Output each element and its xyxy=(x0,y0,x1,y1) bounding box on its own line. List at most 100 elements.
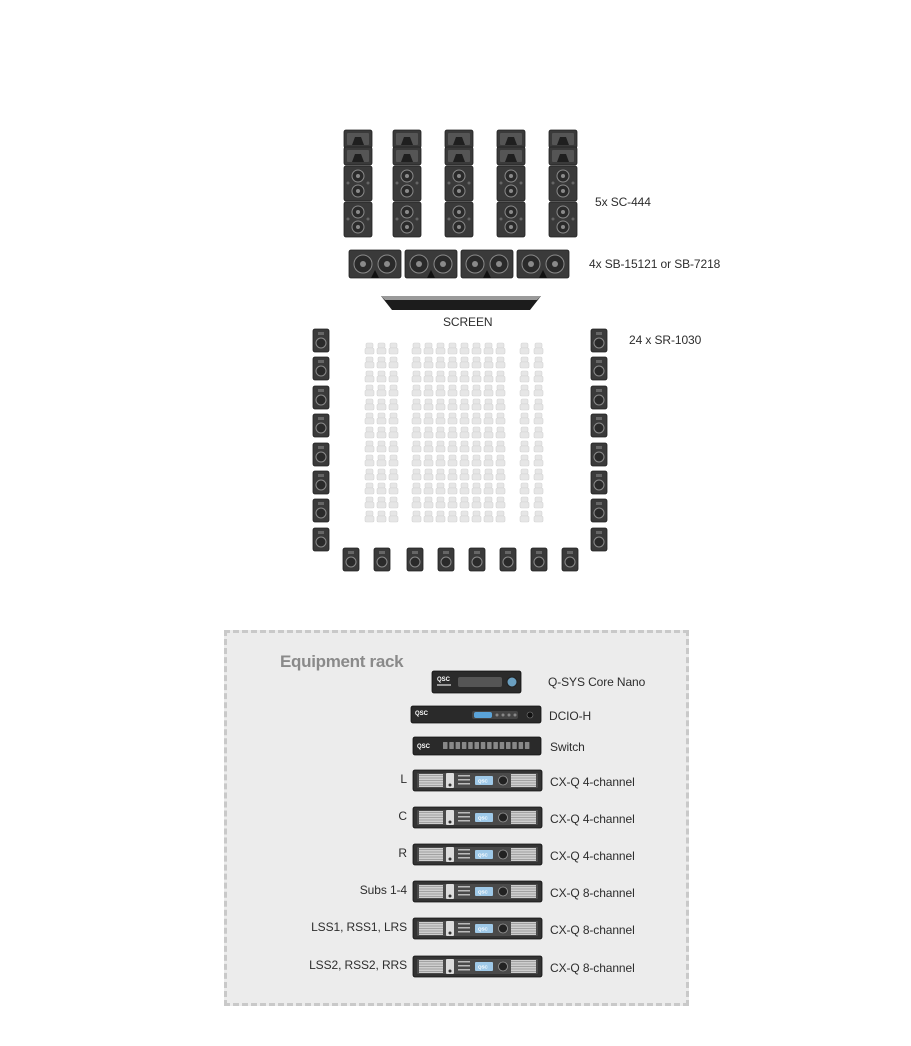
sr-1030-speaker xyxy=(312,498,330,523)
seat xyxy=(471,468,482,481)
surround-speakers xyxy=(312,328,608,572)
seat xyxy=(435,384,446,397)
seat xyxy=(447,468,458,481)
rack-channel-label: C xyxy=(398,809,407,823)
seat xyxy=(388,454,399,467)
rack-device-model: Q-SYS Core Nano xyxy=(548,675,646,689)
equipment-rack-title: Equipment rack xyxy=(280,652,404,671)
seat xyxy=(471,398,482,411)
sr-1030-speaker xyxy=(373,547,391,572)
rack-device-model: CX-Q 4-channel xyxy=(550,812,635,826)
seat xyxy=(388,370,399,383)
seat xyxy=(495,510,506,523)
seat xyxy=(364,370,375,383)
seat xyxy=(376,370,387,383)
seat xyxy=(447,356,458,369)
seat xyxy=(411,454,422,467)
seat xyxy=(459,412,470,425)
sr-1030-speaker xyxy=(312,328,330,353)
seat xyxy=(495,384,506,397)
rack-device-model: CX-Q 4-channel xyxy=(550,775,635,789)
seat xyxy=(447,398,458,411)
seat xyxy=(376,440,387,453)
seat xyxy=(459,370,470,383)
seat xyxy=(447,454,458,467)
seat xyxy=(519,440,530,453)
seat xyxy=(423,356,434,369)
seat xyxy=(447,510,458,523)
seat xyxy=(435,412,446,425)
seat xyxy=(483,440,494,453)
seat xyxy=(411,398,422,411)
sc-444-speaker-stack xyxy=(392,129,422,238)
seat xyxy=(447,370,458,383)
seat xyxy=(388,426,399,439)
seat xyxy=(533,496,544,509)
seat xyxy=(435,356,446,369)
seat xyxy=(483,482,494,495)
sr-1030-speaker xyxy=(561,547,579,572)
sr-1030-speaker xyxy=(342,547,360,572)
seat xyxy=(447,496,458,509)
seat xyxy=(459,384,470,397)
sr-1030-speaker xyxy=(590,527,608,552)
seat xyxy=(423,440,434,453)
sc-444-speaker-stack xyxy=(548,129,578,238)
rack-device-model: Switch xyxy=(550,740,585,754)
rack-channel-label: Subs 1-4 xyxy=(359,883,407,897)
seat xyxy=(519,510,530,523)
seat xyxy=(519,412,530,425)
seat xyxy=(376,496,387,509)
seat xyxy=(495,398,506,411)
sr-1030-speaker xyxy=(312,527,330,552)
seat xyxy=(471,510,482,523)
seat xyxy=(519,426,530,439)
screen-label: SCREEN xyxy=(443,315,493,329)
seat xyxy=(471,496,482,509)
seat xyxy=(533,426,544,439)
seat xyxy=(435,426,446,439)
seat xyxy=(483,468,494,481)
seat xyxy=(376,356,387,369)
seat xyxy=(533,398,544,411)
sr-1030-speaker xyxy=(437,547,455,572)
screen-speaker-stacks xyxy=(343,129,578,238)
seat xyxy=(495,356,506,369)
seat xyxy=(533,384,544,397)
seat xyxy=(459,454,470,467)
sc-444-speaker-stack xyxy=(496,129,526,238)
rack-device-model: CX-Q 8-channel xyxy=(550,961,635,975)
seat xyxy=(364,398,375,411)
seat xyxy=(519,370,530,383)
sr-1030-speaker xyxy=(590,498,608,523)
seat xyxy=(435,468,446,481)
cinema-screen xyxy=(381,296,541,310)
seat xyxy=(388,412,399,425)
seat xyxy=(459,356,470,369)
seat xyxy=(519,384,530,397)
subwoofers-label: 4x SB-15121 or SB-7218 xyxy=(589,257,721,271)
sc-444-speaker-stack xyxy=(444,129,474,238)
seat xyxy=(459,496,470,509)
seat xyxy=(483,412,494,425)
seat xyxy=(533,356,544,369)
seat xyxy=(435,482,446,495)
seat xyxy=(364,356,375,369)
subwoofer xyxy=(404,249,458,279)
seat xyxy=(411,496,422,509)
seat xyxy=(483,426,494,439)
seat xyxy=(459,398,470,411)
seat xyxy=(533,342,544,355)
seat xyxy=(495,440,506,453)
seat xyxy=(423,496,434,509)
seat xyxy=(471,482,482,495)
sr-1030-speaker xyxy=(590,385,608,410)
seat xyxy=(533,482,544,495)
seat xyxy=(435,398,446,411)
seat xyxy=(471,412,482,425)
seat xyxy=(376,398,387,411)
seat xyxy=(376,412,387,425)
seat xyxy=(471,440,482,453)
rack-channel-label: L xyxy=(400,772,407,786)
